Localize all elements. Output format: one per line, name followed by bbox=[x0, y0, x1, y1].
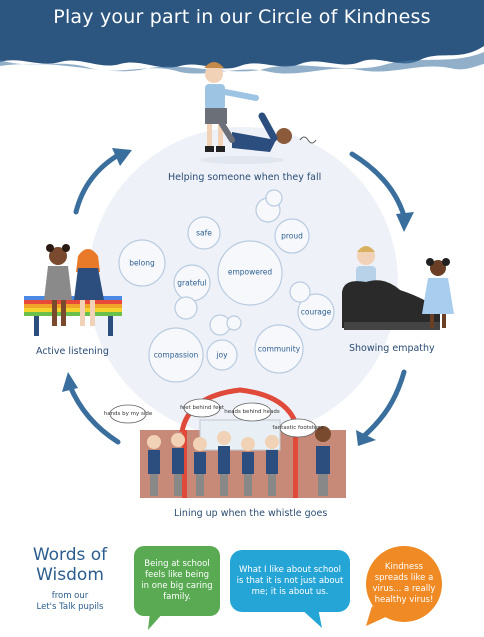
bubble-community bbox=[254, 324, 304, 374]
bubble-empowered bbox=[217, 240, 283, 306]
lining-up-illustration bbox=[109, 387, 346, 498]
wow-line2: Wisdom bbox=[36, 565, 104, 585]
empathy-illustration bbox=[342, 246, 454, 330]
cycle-arrows bbox=[67, 151, 407, 445]
wow-sub1: from our bbox=[51, 591, 89, 601]
caption-listening: Active listening bbox=[36, 346, 109, 357]
bubble-courage bbox=[297, 293, 335, 331]
bubble-small-6 bbox=[174, 296, 198, 320]
thought-bubbles bbox=[109, 398, 317, 438]
bubble-compassion bbox=[148, 327, 204, 383]
bubble-joy bbox=[206, 339, 238, 371]
arrow-head-1 bbox=[112, 148, 132, 166]
thought-heads: heads behind heads bbox=[224, 409, 280, 415]
bubble-small-2 bbox=[265, 189, 283, 207]
quote-blue-text: What I like about school is that it is n… bbox=[236, 564, 344, 597]
word-belong: belong bbox=[129, 258, 155, 268]
arrow-head-3 bbox=[356, 430, 376, 446]
word-courage: courage bbox=[300, 307, 332, 317]
quote-green-bubble: Being at school feels like being in one … bbox=[134, 546, 220, 616]
quote-green-text: Being at school feels like being in one … bbox=[141, 559, 213, 602]
banner-shape bbox=[0, 0, 484, 74]
arrow-bottom-right bbox=[361, 369, 407, 439]
thought-feet: feet behind feet bbox=[179, 405, 225, 411]
word-empowered: empowered bbox=[227, 267, 273, 277]
bubble-belong bbox=[118, 239, 166, 287]
word-safe: safe bbox=[196, 228, 212, 238]
bubbles bbox=[118, 189, 335, 383]
orange-bubble-tail bbox=[366, 606, 388, 626]
words-of-wisdom: Words of Wisdom from our Let's Talk pupi… bbox=[30, 545, 110, 613]
listening-illustration bbox=[24, 244, 122, 336]
thought-footsteps: fantastic footsteps bbox=[272, 425, 324, 431]
arrow-head-4 bbox=[62, 372, 78, 392]
arrow-bottom-left bbox=[67, 383, 121, 445]
caption-empathy: Showing empathy bbox=[349, 343, 435, 354]
quote-orange-text: Kindness spreads like a virus... a reall… bbox=[372, 562, 436, 605]
word-community: community bbox=[257, 344, 301, 354]
word-grateful: grateful bbox=[177, 278, 207, 288]
quote-blue-bubble: What I like about school is that it is n… bbox=[230, 550, 350, 612]
page-title: Play your part in our Circle of Kindness bbox=[53, 6, 431, 28]
arrow-heads bbox=[62, 148, 414, 446]
word-proud: proud bbox=[281, 231, 303, 241]
bubble-small-5 bbox=[226, 315, 242, 331]
helping-illustration bbox=[200, 62, 317, 164]
quote-orange-bubble: Kindness spreads like a virus... a reall… bbox=[366, 546, 442, 622]
green-bubble-tail bbox=[148, 612, 164, 630]
wow-line1: Words of bbox=[32, 545, 108, 565]
word-joy: joy bbox=[216, 350, 228, 360]
bubble-safe bbox=[187, 216, 221, 250]
wow-sub2: Let's Talk pupils bbox=[36, 602, 104, 612]
arrow-top-left bbox=[73, 151, 123, 215]
bubble-small-3 bbox=[289, 281, 311, 303]
arrow-head-2 bbox=[396, 212, 414, 232]
header-banner bbox=[0, 0, 484, 78]
caption-helping: Helping someone when they fall bbox=[168, 172, 322, 183]
queue-children bbox=[147, 426, 331, 496]
bubble-proud bbox=[274, 218, 310, 254]
thought-hands: hands by my side bbox=[103, 411, 153, 417]
caption-lining-up: Lining up when the whistle goes bbox=[174, 508, 328, 519]
blue-bubble-tail bbox=[300, 608, 322, 628]
arrow-top-right bbox=[349, 151, 407, 219]
word-compassion: compassion bbox=[153, 350, 199, 360]
